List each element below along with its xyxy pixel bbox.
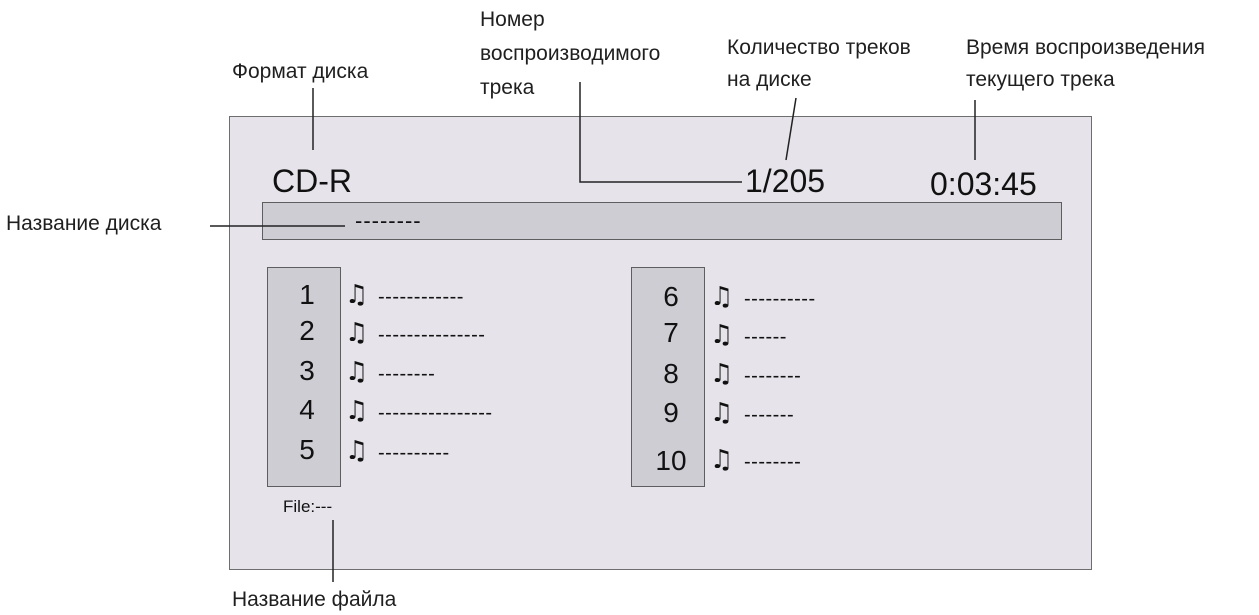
music-note-icon: ♫ (345, 357, 369, 387)
music-note-icon: ♫ (710, 359, 734, 389)
track-number: 7 (663, 317, 679, 348)
track-number: 6 (663, 281, 679, 312)
music-note-icon: ♫ (710, 445, 734, 475)
callout-play-time-line1: Время воспроизведения (966, 36, 1205, 59)
elapsed-time-value: 0:03:45 (930, 166, 1037, 202)
music-note-icon: ♫ (345, 436, 369, 466)
music-note-icon: ♫ (345, 396, 369, 426)
music-note-icon: ♫ (345, 318, 369, 348)
callout-track-number-line2: воспроизводимого (480, 42, 661, 65)
track-name: ------ (744, 326, 787, 348)
track-name: -------- (744, 451, 802, 473)
track-number: 1 (299, 279, 315, 310)
callout-file-name: Название файла (232, 588, 397, 611)
track-name: -------- (744, 365, 802, 387)
track-number: 4 (299, 394, 315, 425)
callout-disc-title: Название диска (6, 212, 162, 235)
callout-track-count-line2: на диске (727, 68, 812, 91)
track-number: 9 (663, 397, 679, 428)
track-name: ------------ (378, 286, 464, 308)
file-label: File:--- (283, 497, 333, 516)
track-number-column-right (631, 267, 705, 487)
music-note-icon: ♫ (345, 280, 369, 310)
track-name: ------- (744, 404, 795, 426)
callout-track-number-line3: трека (480, 76, 535, 99)
disc-title-value: -------- (355, 208, 422, 233)
track-position-value: 1/205 (745, 163, 826, 199)
leader-track-number (579, 82, 742, 183)
track-number: 8 (663, 358, 679, 389)
track-number: 10 (655, 445, 687, 476)
track-number: 3 (299, 355, 315, 386)
callout-track-number-line1: Номер (480, 8, 545, 31)
leader-track-count (785, 97, 797, 161)
callout-play-time-line2: текущего трека (966, 68, 1115, 91)
music-note-icon: ♫ (710, 282, 734, 312)
music-note-icon: ♫ (710, 320, 734, 350)
disc-format-value: CD-R (272, 163, 352, 199)
track-name: -------- (378, 363, 436, 385)
music-note-icon: ♫ (710, 398, 734, 428)
disc-title-bar (262, 202, 1062, 240)
track-name: --------------- (378, 324, 486, 346)
track-number: 2 (299, 315, 315, 346)
callout-track-count-line1: Количество треков (727, 36, 911, 59)
track-number-column-left (267, 267, 341, 487)
track-name: ---------- (378, 442, 450, 464)
track-name: ---------- (744, 288, 816, 310)
track-name: ---------------- (378, 402, 493, 424)
track-number: 5 (299, 434, 315, 465)
callout-disc-format: Формат диска (232, 60, 369, 83)
